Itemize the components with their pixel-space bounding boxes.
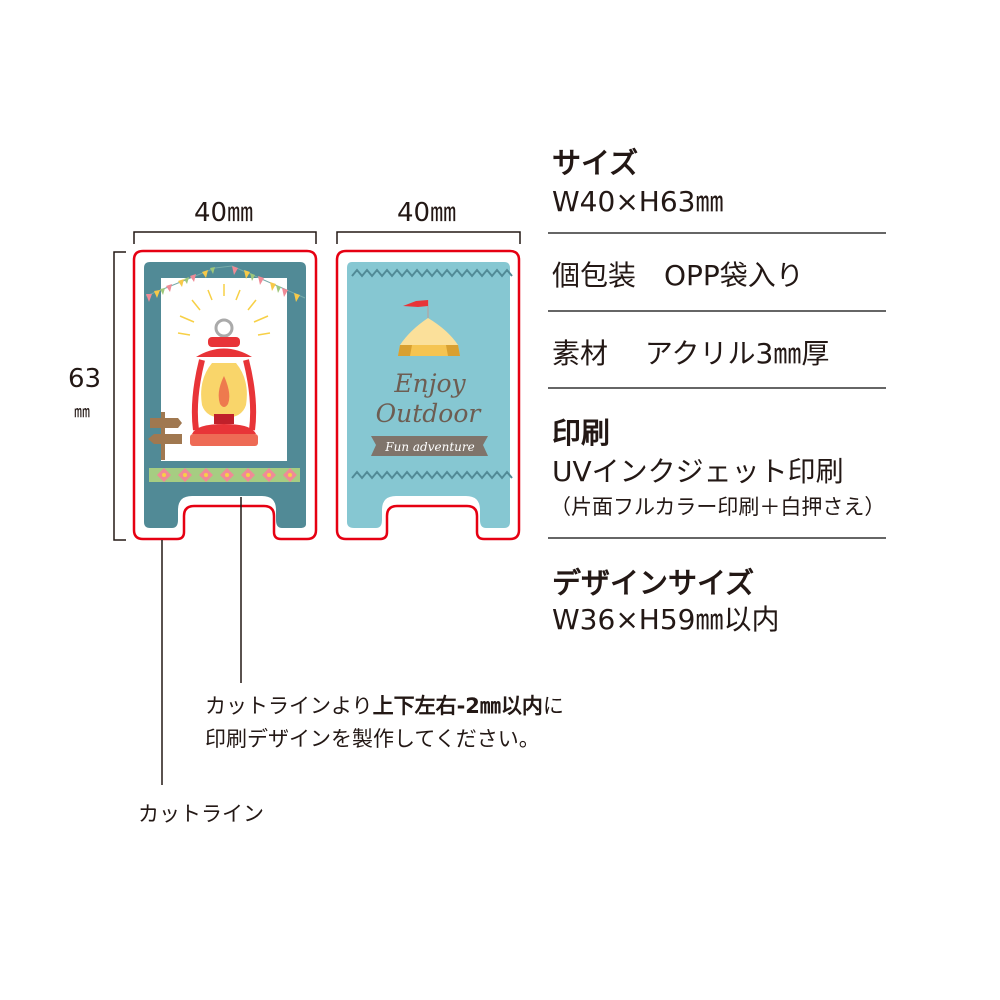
width-label-right: 40㎜ [397,198,457,228]
cut-line-right [335,249,521,541]
width-bracket-right [336,231,521,244]
height-label-number: 63 [68,364,102,394]
tent-icon [398,300,460,356]
spec-print-value: UVインクジェット印刷 [552,455,844,488]
spec-design-label: デザインサイズ [552,566,755,600]
cut-line-left [132,249,318,541]
spec-size-value: W40×H63㎜ [552,185,724,218]
spec-design-value: W36×H59㎜以内 [552,603,780,636]
design-margin-note-line1: カットラインより上下左右-2㎜以内に [205,690,564,720]
spec-print-note: （片面フルカラー印刷＋白押さえ） [550,495,886,519]
signpost-icon [148,412,182,460]
height-bracket [113,251,126,541]
spec-print-label: 印刷 [552,416,611,450]
note-emphasis: 上下左右-2㎜以内 [372,694,543,718]
note-text: カットラインより [205,694,373,718]
zigzag-pattern-top [351,268,513,278]
light-rays-icon [177,284,271,336]
divider [548,537,886,539]
divider [548,232,886,234]
zigzag-pattern-bottom [351,470,513,480]
width-bracket-left [133,231,317,244]
cut-line-label: カットライン [138,802,264,826]
divider [548,310,886,312]
spec-material: 素材 アクリル3㎜厚 [552,337,830,370]
design-margin-note-line2: 印刷デザインを製作してください。 [205,727,540,751]
card-right-tent: Enjoy Outdoor Fun adventure [347,262,513,528]
note-text: に [542,694,564,718]
bunting-icon [145,265,306,302]
lantern-icon [190,318,258,446]
spec-packaging: 個包装 OPP袋入り [552,259,804,292]
card-title-line1: Enjoy [393,369,466,398]
card-left-lantern [144,262,306,528]
diamond-pattern [149,468,300,482]
ribbon-text: Fun adventure [384,440,474,454]
height-label-unit: ㎜ [74,402,91,421]
ribbon-banner [371,436,488,456]
card-title-line2: Outdoor [376,399,483,428]
panel-teal-light [347,262,510,528]
spec-size-label: サイズ [552,146,639,180]
width-label-left: 40㎜ [194,198,254,228]
divider [548,387,886,389]
